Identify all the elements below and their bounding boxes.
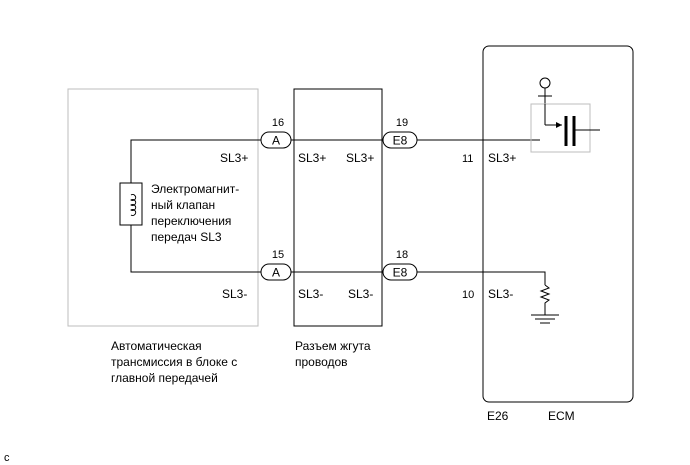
ecm-pin-plus: SL3+ [488, 151, 516, 165]
harness-right-plus: SL3+ [346, 151, 374, 165]
solenoid-label: Электромагнит- ный клапан переключения п… [151, 182, 243, 244]
harness-right-minus: SL3- [348, 287, 373, 301]
transmission-box [67, 88, 259, 327]
connector-a-bottom: A 15 [260, 249, 292, 281]
ecm-pin-minus: SL3- [488, 287, 513, 301]
connector-e8-top-label: E8 [393, 134, 408, 148]
harness-label: Разъем жгута проводов [295, 339, 374, 369]
connector-a-bottom-pin: 15 [272, 249, 284, 261]
solenoid-coil-icon [119, 182, 143, 226]
harness-box [293, 88, 383, 327]
transmission-pin-plus: SL3+ [220, 151, 248, 165]
connector-a-top: A 16 [260, 117, 292, 149]
transmission-label: Автоматическая трансмиссия в блоке с гла… [111, 339, 241, 385]
ecm-resistor-ground-icon [531, 284, 559, 324]
connector-e8-top: E8 19 [382, 117, 418, 149]
corner-mark: c [4, 452, 10, 464]
wire-sl3-plus [130, 139, 540, 183]
harness-left-plus: SL3+ [298, 151, 326, 165]
connector-e8-bottom-label: E8 [393, 266, 408, 280]
ecm-pin-minus-number: 10 [462, 289, 474, 301]
ecm-driver-transistor-icon [530, 77, 600, 153]
transmission-pin-minus: SL3- [222, 287, 247, 301]
ecm-connector-label: E26 [487, 409, 509, 423]
ecm-box [482, 45, 634, 403]
connector-a-bottom-label: A [272, 266, 280, 280]
connector-e8-bottom: E8 18 [382, 249, 418, 281]
connector-a-top-pin: 16 [272, 117, 284, 129]
connector-e8-bottom-pin: 18 [396, 249, 408, 261]
wire-sl3-minus [130, 225, 546, 285]
ecm-pin-plus-number: 11 [462, 153, 473, 165]
ecm-name-label: ECM [548, 409, 575, 423]
connector-a-top-label: A [272, 134, 280, 148]
harness-left-minus: SL3- [298, 287, 323, 301]
connector-e8-top-pin: 19 [396, 117, 408, 129]
